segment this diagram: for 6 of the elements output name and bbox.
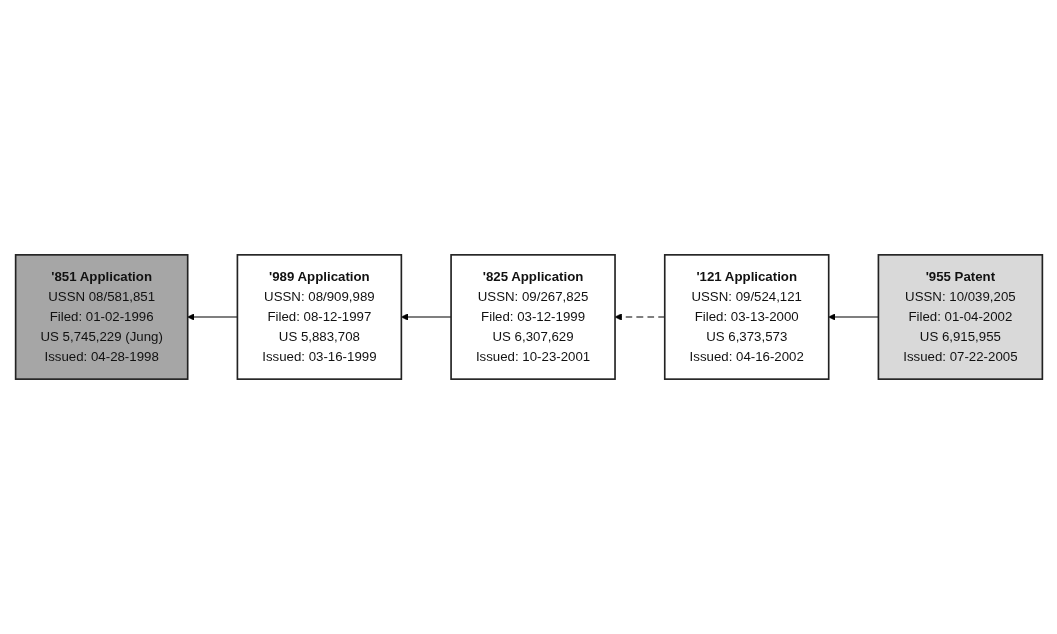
node-box: '955 Patent USSN: 10/039,205 Filed: 01-04-2002 US 6,915,955 Issued: 07-22-2005 [877, 254, 1043, 380]
node-box: '825 Application USSN: 09/267,825 Filed: 03-12-1999 US 6,307,629 Issued: 10-23-2001 [449, 254, 616, 380]
node-box: '121 Application USSN: 09/524,121 Filed: 03-13-2000 US 6,373,573 Issued: 04-16-2002 [663, 254, 830, 380]
node-box: '989 Application USSN: 08/909,989 Filed: 08-12-1997 US 5,883,708 Issued: 03-16-1999 [236, 254, 402, 380]
arrow [614, 313, 665, 321]
node-box: '851 Application USSN 08/581,851 Filed: 01-02-1996 US 5,745,229 (Jung) Issued: 04-28-1998 [14, 254, 188, 380]
